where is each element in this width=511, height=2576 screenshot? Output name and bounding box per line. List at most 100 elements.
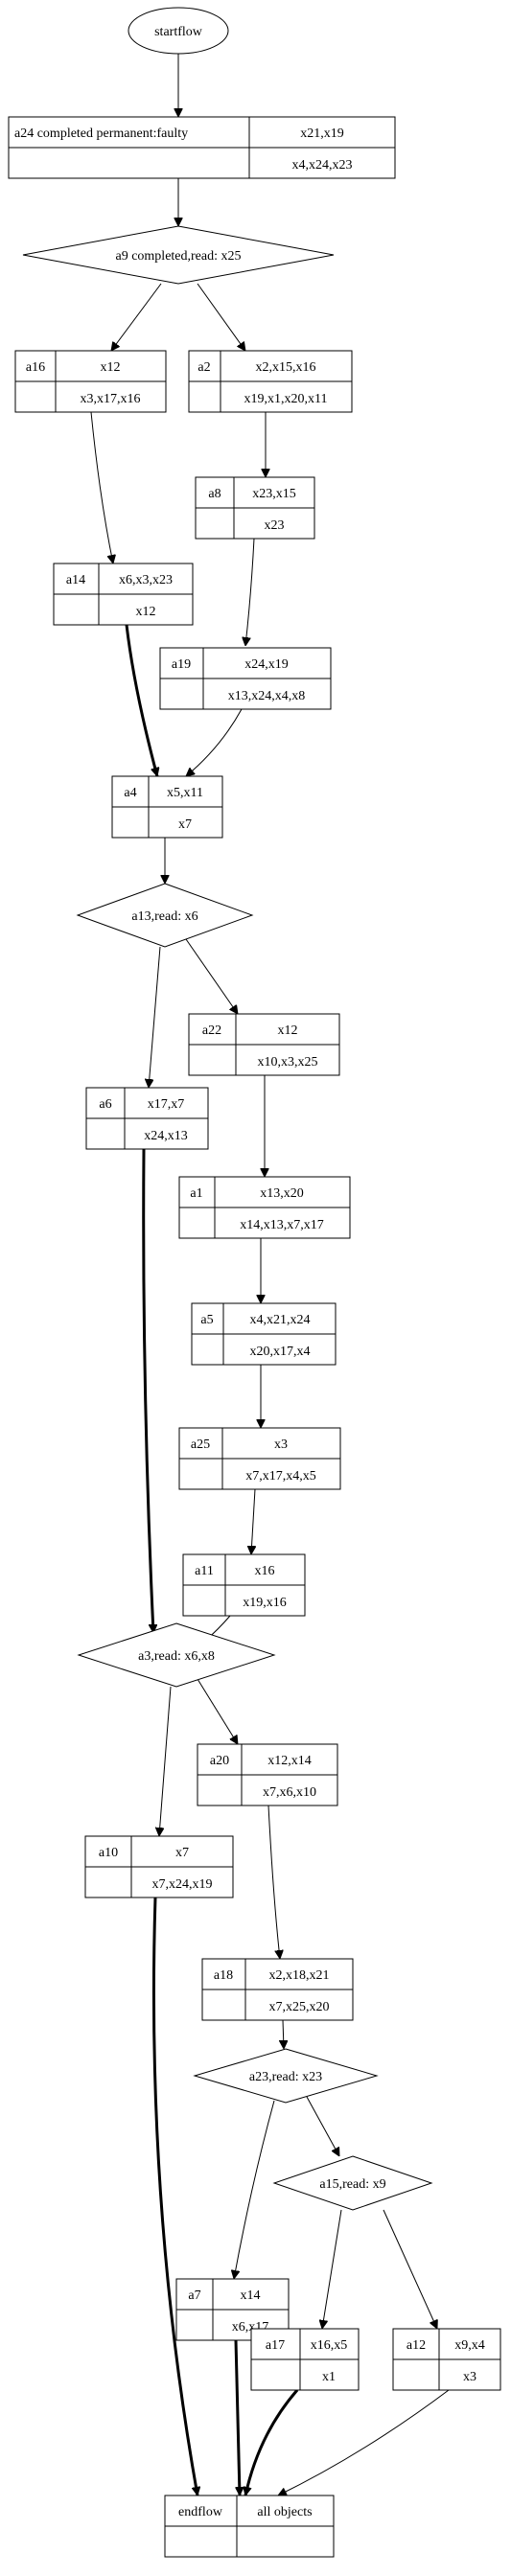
activity-inputs: x4,x21,x24 [250, 1313, 311, 1327]
decision-diamond [193, 2048, 379, 2104]
edges [90, 54, 450, 2496]
activity-outputs: x7,x6,x10 [263, 1785, 316, 1800]
edge-a10-endflow [151, 1897, 197, 2496]
node-a2: a2 x2,x15,x16 x19,x1,x20,x11 [188, 350, 353, 413]
activity-inputs: x12 [278, 1024, 298, 1038]
decision-a15: a15,read: x9 [272, 2155, 433, 2211]
activity-name: a8 [208, 487, 221, 501]
edge-a13-a6 [149, 946, 161, 1088]
end-objects: all objects [257, 2505, 312, 2519]
decision-diamond [272, 2155, 433, 2211]
activity-outputs: x12 [136, 605, 156, 619]
node-a25: a25 x3 x7,x17,x4,x5 [178, 1427, 341, 1490]
activity-name: a18 [214, 1968, 233, 1983]
activity-name: a2 [197, 360, 210, 375]
edge-a3-a20 [197, 1678, 238, 1744]
decision-label: a23,read: x23 [249, 2070, 322, 2084]
activity-outputs: x7,x17,x4,x5 [245, 1469, 316, 1484]
activity-inputs: x2,x18,x21 [269, 1968, 330, 1983]
activity-inputs: x7 [175, 1846, 189, 1860]
edge-a6-a3 [142, 1148, 153, 1633]
node-a22: a22 x12 x10,x3,x25 [188, 1013, 340, 1076]
decision-diamond [76, 883, 254, 948]
activity-inputs: x21,x19 [300, 126, 344, 141]
activity-inputs: x13,x20 [260, 1186, 304, 1201]
activity-inputs: x12 [101, 360, 121, 375]
edge-a15-a17 [322, 2209, 342, 2329]
activity-name: a25 [191, 1438, 210, 1452]
activity-name: a17 [266, 2338, 285, 2353]
node-a12: a12 x9,x4 x3 [392, 2328, 501, 2391]
edge-a23-a7 [234, 2100, 275, 2279]
activity-inputs: x9,x4 [454, 2338, 485, 2353]
activity-outputs: x20,x17,x4 [250, 1345, 311, 1359]
decision-diamond [77, 1622, 276, 1688]
node-a1: a1 x13,x20 x14,x13,x7,x17 [178, 1176, 351, 1239]
decision-a13: a13,read: x6 [76, 883, 254, 948]
activity-inputs: x3 [274, 1438, 288, 1452]
activity-name: a20 [210, 1754, 229, 1768]
activity-name: a12 [406, 2338, 426, 2353]
edge-a18-a23 [283, 2019, 284, 2049]
activity-outputs: x19,x1,x20,x11 [244, 392, 328, 406]
activity-name: a19 [172, 657, 191, 672]
node-a8: a8 x23,x15 x23 [195, 476, 315, 540]
activity-name: a11 [195, 1564, 214, 1578]
activity-name: a10 [99, 1846, 118, 1860]
node-a18: a18 x2,x18,x21 x7,x25,x20 [201, 1958, 354, 2021]
edge-a17-endflow [245, 2389, 299, 2496]
activity-inputs: x5,x11 [167, 786, 203, 800]
node-a4: a4 x5,x11 x7 [111, 775, 223, 839]
decision-a23: a23,read: x23 [193, 2048, 379, 2104]
activity-outputs: x7,x25,x20 [269, 2000, 330, 2014]
activity-outputs: x7 [178, 817, 192, 832]
activity-outputs: x1 [322, 2370, 336, 2384]
decision-diamond [22, 225, 335, 285]
activity-outputs: x23 [265, 518, 285, 533]
activity-name: a14 [66, 573, 85, 587]
activity-name: a5 [200, 1313, 213, 1327]
activity-name: a4 [124, 786, 136, 800]
edge-a3-a10 [159, 1686, 172, 1836]
node-a6: a6 x17,x7 x24,x13 [85, 1087, 209, 1150]
edge-a23-a15 [306, 2096, 339, 2156]
edge-a12-endflow [278, 2389, 450, 2496]
decision-label: a9 completed,read: x25 [115, 249, 241, 264]
activity-name: a6 [99, 1097, 111, 1112]
edge-a19-a4 [186, 708, 243, 776]
node-a17: a17 x16,x5 x1 [250, 2328, 360, 2391]
activity-outputs: x10,x3,x25 [258, 1055, 318, 1070]
edge-a9-a16 [111, 283, 162, 351]
edge-a8-a19 [245, 538, 255, 646]
edge-a20-a18 [267, 1805, 280, 1959]
edge-a7-endflow [234, 2339, 240, 2496]
node-a24: a24 completed permanent:faulty x21,x19 x… [8, 116, 396, 179]
activity-outputs: x14,x13,x7,x17 [240, 1218, 324, 1232]
activity-inputs: x16 [255, 1564, 275, 1578]
activity-inputs: x14 [241, 2288, 261, 2303]
activity-outputs: x7,x24,x19 [152, 1877, 213, 1892]
node-a14: a14 x6,x3,x23 x12 [53, 563, 194, 626]
edge-a15-a12 [383, 2209, 437, 2329]
activity-outputs: x3,x17,x16 [81, 392, 141, 406]
edge-a13-a22 [185, 938, 238, 1014]
decision-label: a3,read: x6,x8 [138, 1649, 215, 1664]
decision-label: a15,read: x9 [319, 2177, 385, 2192]
activity-name: a24 completed permanent:faulty [14, 126, 188, 141]
activity-outputs: x13,x24,x4,x8 [228, 689, 306, 703]
start-ellipse [128, 7, 229, 55]
edge-a16-a14 [90, 411, 113, 564]
node-a5: a5 x4,x21,x24 x20,x17,x4 [191, 1302, 337, 1366]
activity-inputs: x24,x19 [244, 657, 289, 672]
edge-a14-a4 [125, 624, 157, 776]
activity-inputs: x2,x15,x16 [256, 360, 316, 375]
activity-name: a16 [26, 360, 45, 375]
edge-a9-a2 [197, 283, 245, 351]
node-startflow: startflow [128, 7, 229, 55]
node-a11: a11 x16 x19,x16 [182, 1553, 306, 1617]
activity-inputs: x17,x7 [148, 1097, 185, 1112]
activity-inputs: x23,x15 [252, 487, 296, 501]
activity-outputs: x3 [463, 2370, 476, 2384]
activity-outputs: x24,x13 [144, 1129, 188, 1143]
activity-name: a1 [190, 1186, 202, 1201]
